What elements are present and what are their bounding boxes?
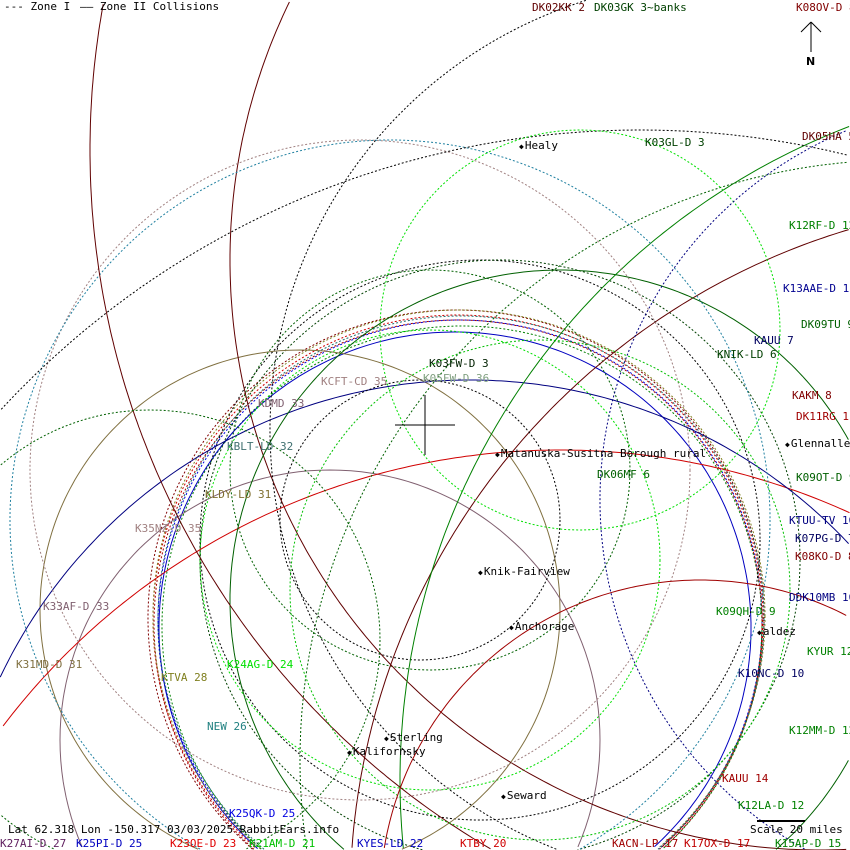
station-label[interactable]: KAUU 14	[722, 772, 769, 785]
station-label[interactable]: DK09TU 9	[801, 318, 850, 331]
coverage-contour	[229, 269, 631, 671]
station-label[interactable]: KYUR 12	[807, 645, 850, 658]
station-label[interactable]: KBLT-LD 32	[227, 440, 294, 453]
coverage-contour	[152, 309, 766, 850]
station-label[interactable]: K33AF-D 33	[43, 600, 110, 613]
station-label[interactable]: KCFT-CD 35	[321, 375, 388, 388]
legend-zone1: --- Zone I	[4, 0, 71, 13]
coverage-contour	[147, 309, 765, 850]
station-label[interactable]: K13AAE-D 13	[783, 282, 850, 295]
station-label[interactable]: DK11RG 11	[796, 410, 850, 423]
station-label[interactable]: K08OV-D 8	[796, 1, 850, 14]
city-label: Healy	[519, 140, 558, 153]
station-label[interactable]: KTUU-TV 10	[789, 514, 850, 527]
station-label[interactable]: K09OT-D 9	[796, 471, 850, 484]
coverage-contour	[289, 339, 791, 841]
coverage-contour	[0, 129, 848, 410]
station-label[interactable]: DK05HA 5	[802, 130, 850, 143]
city-label: Knik-Fairview	[478, 566, 570, 579]
station-label[interactable]: K27AI-D 27	[0, 837, 67, 850]
coverage-contour	[2, 449, 850, 727]
coverage-contour	[0, 409, 381, 850]
coverage-contour	[199, 259, 761, 821]
station-label[interactable]: KACN-LP 17	[612, 837, 679, 850]
coverage-contour	[199, 259, 801, 850]
coverage-contour	[29, 139, 691, 801]
station-label[interactable]: K25QK-D 25	[229, 807, 296, 820]
station-label[interactable]: KTBY 20	[460, 837, 507, 850]
station-label[interactable]: K12MM-D 12	[789, 724, 850, 737]
coverage-contour	[229, 269, 849, 850]
station-label[interactable]: KAKM 8	[792, 389, 832, 402]
coverage-contour	[89, 4, 491, 850]
scale-bar	[757, 820, 805, 822]
station-label[interactable]: KTVA 28	[161, 671, 208, 684]
coverage-contour	[161, 325, 763, 850]
coverage-contour	[599, 129, 848, 850]
station-label[interactable]: K07PG-D 7	[795, 532, 850, 545]
station-label[interactable]: K08KO-D 8	[795, 550, 850, 563]
station-label[interactable]: K10NC-D 10	[738, 667, 805, 680]
coverage-contour	[157, 315, 765, 850]
coverage-contour	[39, 349, 561, 850]
station-label[interactable]: K25PI-D 25	[76, 837, 143, 850]
city-label: Kalifornsky	[347, 746, 426, 759]
station-label[interactable]: KAUU 7	[754, 334, 794, 347]
station-label[interactable]: KNIK-LD 6	[717, 348, 777, 361]
legend-zone2: —— Zone II Collisions	[80, 0, 220, 13]
station-label[interactable]: K15AP-D 15	[775, 837, 842, 850]
legend-zone2-label: Zone II Collisions	[99, 0, 220, 13]
station-label[interactable]: DK06MF 6	[597, 468, 650, 481]
station-label[interactable]: DDK10MB 10	[789, 591, 850, 604]
station-label[interactable]: KLDY-LD 31	[205, 488, 272, 501]
coverage-contour	[399, 126, 850, 849]
station-label[interactable]: NEW 26	[207, 720, 247, 733]
arrow-up-icon	[800, 21, 822, 52]
coverage-contour	[157, 319, 763, 850]
station-label[interactable]: K03FW-D 3	[429, 357, 489, 370]
coverage-contour	[199, 329, 661, 791]
station-label[interactable]: K21AM-D 21	[249, 837, 316, 850]
city-label: Seward	[501, 790, 547, 803]
coverage-contour	[379, 129, 781, 531]
coverage-contour	[9, 139, 771, 850]
station-label[interactable]: K09QH-D 9	[716, 605, 776, 618]
station-label[interactable]: K03GL-D 3	[645, 136, 705, 149]
coverage-contour	[299, 161, 848, 849]
city-label: Sterling	[384, 732, 443, 745]
city-label: Anchorage	[509, 621, 575, 634]
city-label: Glennallen	[785, 438, 850, 451]
station-label[interactable]: DK03GK 3~banks	[594, 1, 687, 14]
coverage-contour	[351, 229, 849, 848]
station-label[interactable]: K05FW-D 36	[423, 372, 490, 385]
station-label[interactable]: K23OE-D 23	[170, 837, 237, 850]
station-label[interactable]: KDMD 33	[258, 397, 305, 410]
station-label[interactable]: K12RF-D 12	[789, 219, 850, 232]
scale-label: Scale 20 miles	[750, 823, 843, 836]
coverage-contour	[0, 379, 849, 678]
city-label: aldez	[757, 626, 796, 639]
coverage-contour	[158, 331, 752, 849]
station-label[interactable]: K24AG-D 24	[227, 658, 294, 671]
coverage-contour	[59, 469, 601, 848]
station-label[interactable]: K31MD-D 31	[16, 658, 83, 671]
city-label: Matanuska-Susitna Borough rural	[495, 448, 706, 461]
coverage-contour	[153, 319, 763, 850]
station-label[interactable]: KYES-LD 22	[357, 837, 424, 850]
north-label: N	[806, 55, 816, 68]
coverage-contour	[229, 1, 847, 850]
station-label[interactable]: K35NZ-D 35	[135, 522, 202, 535]
station-label[interactable]: DK02KK 2	[532, 1, 585, 14]
north-arrow: N	[800, 20, 822, 72]
footer-info: Lat 62.318 Lon -150.317 03/03/2025 Rabbi…	[8, 823, 340, 836]
station-label[interactable]: K12LA-D 12	[738, 799, 805, 812]
station-label[interactable]: K17OX-D 17	[684, 837, 751, 850]
coverage-contour	[279, 379, 561, 661]
